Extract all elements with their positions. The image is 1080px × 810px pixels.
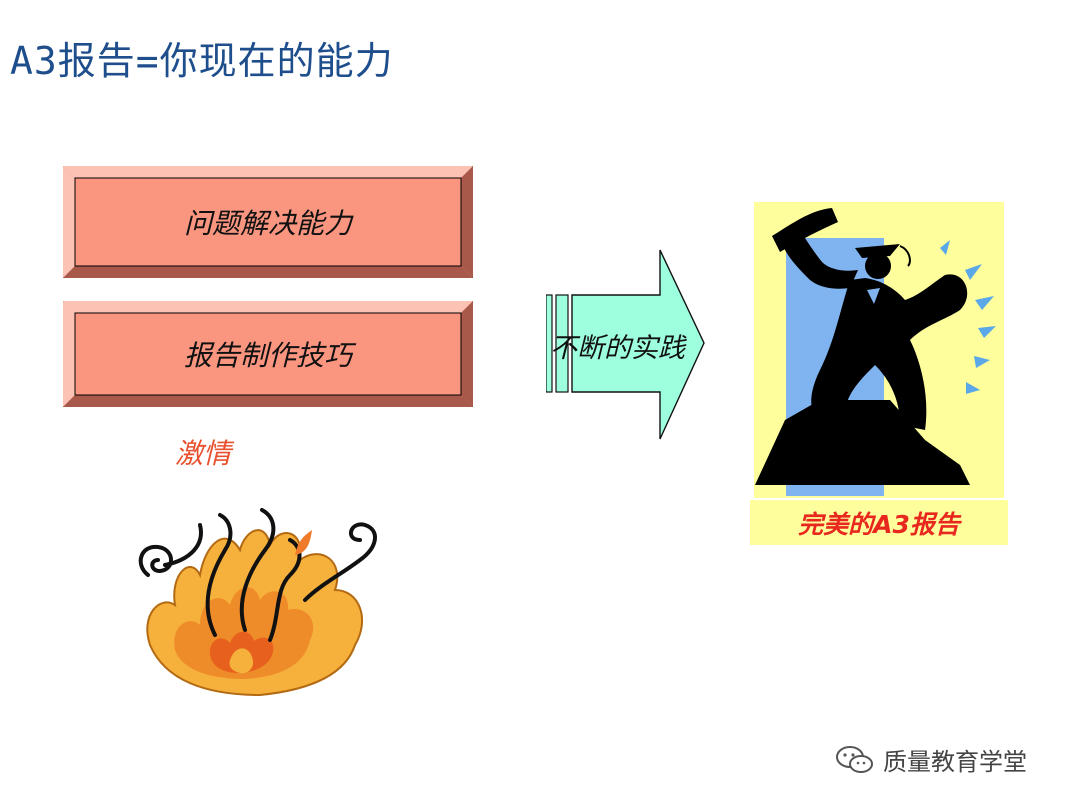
report-skills-label: 报告制作技巧 (183, 339, 352, 372)
passion-label: 激情 (175, 437, 232, 470)
arrow-right-icon (546, 249, 705, 440)
graduate-icon (754, 202, 1004, 498)
wechat-icon (836, 745, 873, 773)
bevel-frame (63, 301, 473, 407)
report-skills-box: 报告制作技巧 (63, 301, 473, 407)
problem-solving-label: 问题解决能力 (183, 207, 352, 240)
practice-label: 不断的实践 (550, 333, 685, 364)
bevel-frame (63, 166, 473, 278)
watermark-text: 质量教育学堂 (883, 748, 1027, 776)
flame-icon (138, 508, 377, 697)
perfect-report-label: 完美的A3报告 (750, 500, 1008, 545)
problem-solving-box: 问题解决能力 (63, 166, 473, 278)
watermark: 质量教育学堂 (835, 742, 1027, 777)
slide-title: A3报告=你现在的能力 (10, 39, 394, 83)
